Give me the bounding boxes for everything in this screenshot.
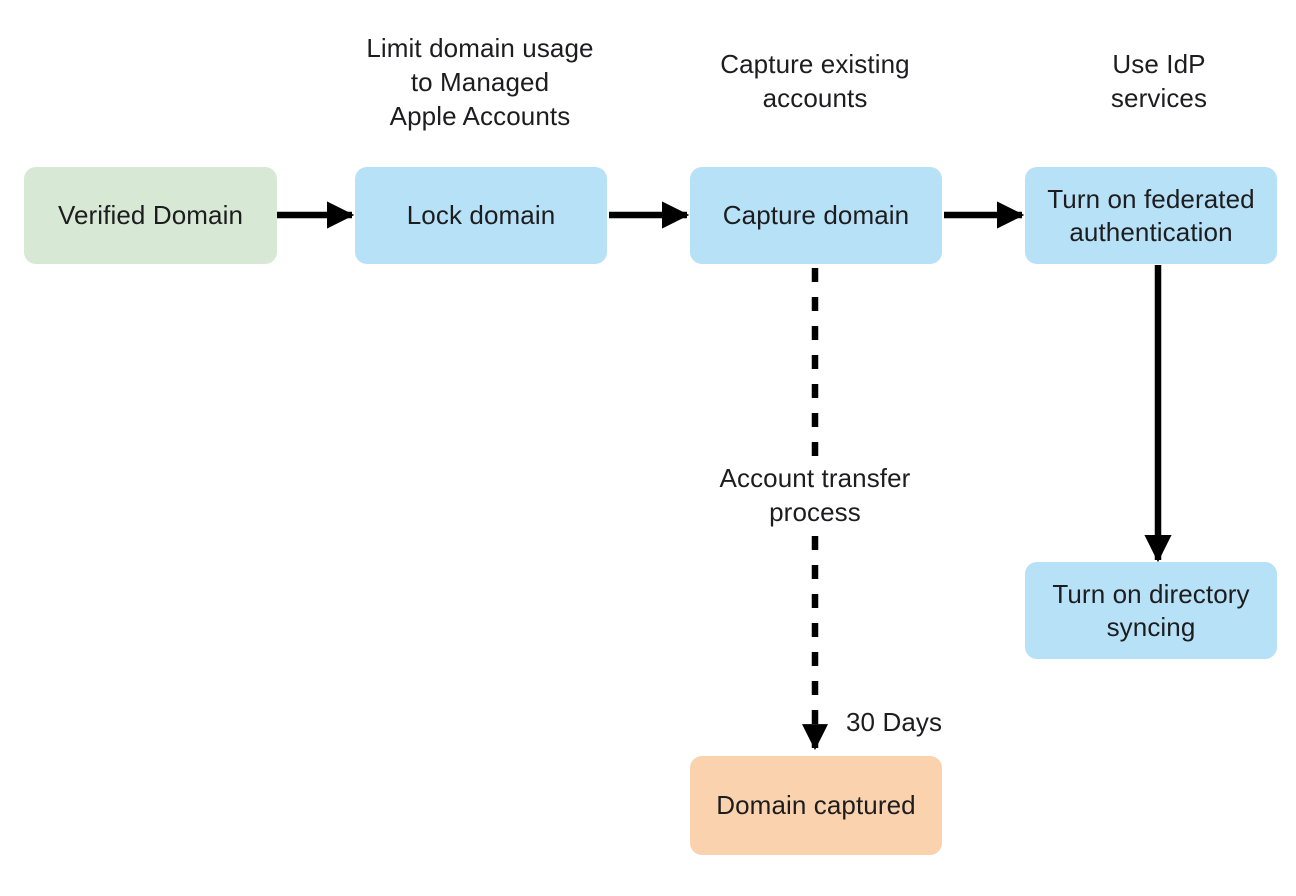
node-verified-domain[interactable]: Verified Domain (24, 167, 277, 264)
edge-label-account-transfer: Account transfer process (719, 463, 911, 527)
node-directory-syncing[interactable]: Turn on directory syncing (1025, 562, 1277, 659)
caption-federated-auth: Use IdP services (1110, 49, 1208, 113)
caption-lock-domain: Limit domain usage to Managed Apple Acco… (366, 33, 594, 131)
caption-capture-domain: Capture existing accounts (720, 49, 910, 113)
node-federated-auth[interactable]: Turn on federated authentication (1025, 167, 1277, 264)
edge-label-30-days: 30 Days (846, 707, 943, 737)
node-domain-captured[interactable]: Domain captured (690, 756, 942, 855)
node-capture-domain[interactable]: Capture domain (690, 167, 942, 264)
node-lock-domain[interactable]: Lock domain (355, 167, 607, 264)
